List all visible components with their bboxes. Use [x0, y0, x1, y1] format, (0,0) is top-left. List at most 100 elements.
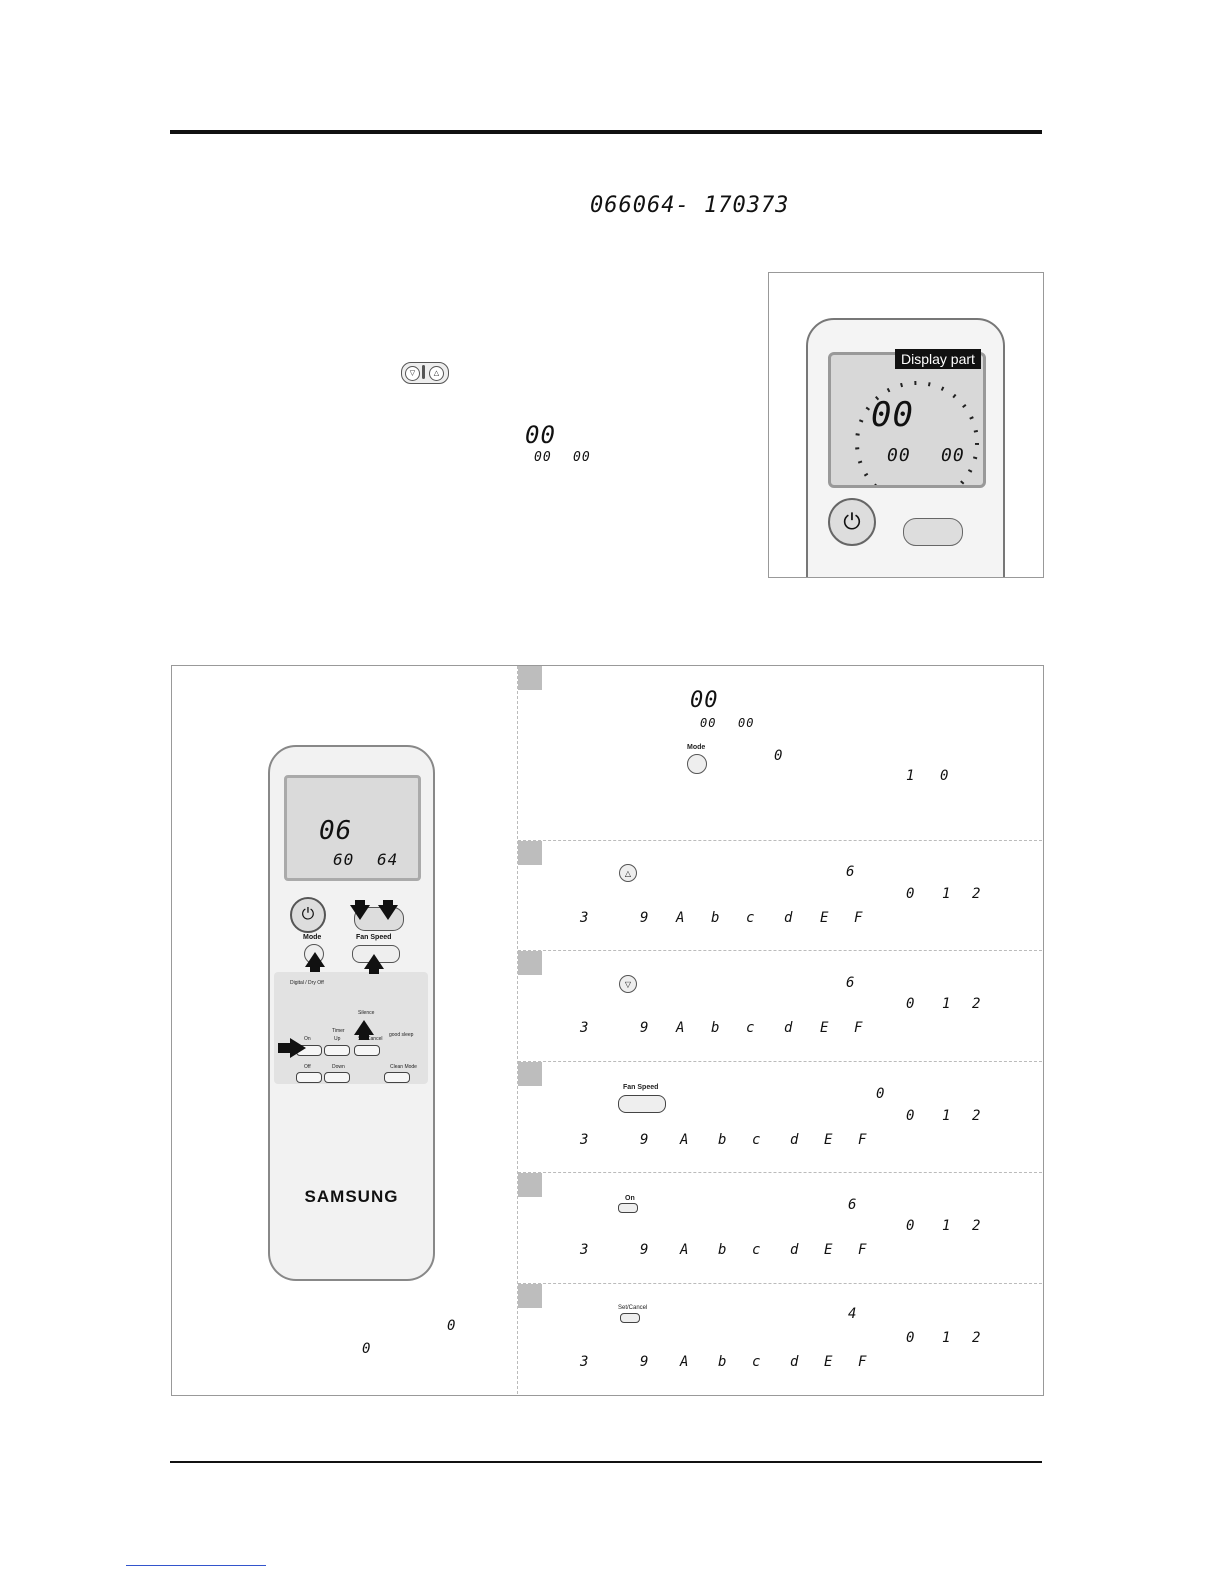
range-digit: F: [854, 910, 864, 926]
range-digit: A: [676, 910, 686, 926]
step-marker-4: [518, 1062, 542, 1086]
up-button: [324, 1045, 350, 1056]
range-digit: 3: [580, 1020, 590, 1036]
code-display: 066064- 170373: [590, 193, 790, 218]
range-digit: 9: [640, 1354, 650, 1370]
header-rule: [170, 130, 1042, 134]
range-digit: b: [718, 1242, 728, 1258]
range-digit: 2: [972, 1218, 982, 1234]
range-digit: c: [752, 1242, 762, 1258]
range-digit: 0: [906, 996, 916, 1012]
step-marker-6: [518, 1284, 542, 1308]
step1-digit-large: 00: [690, 688, 719, 713]
range-digit: c: [746, 1020, 756, 1036]
set-cancel-button: [354, 1045, 380, 1056]
step1-mode-label: Mode: [687, 744, 706, 751]
remote-lcd-small-right: 64: [377, 850, 399, 869]
thermometer-icon: [422, 365, 425, 379]
power-icon: ⏻: [290, 897, 326, 933]
range-digit: E: [824, 1242, 834, 1258]
range-digit: b: [711, 1020, 721, 1036]
remote-lcd-small-left: 60: [333, 850, 355, 869]
lcd-small-left-digits: 00: [887, 445, 911, 466]
step-divider: [518, 840, 1042, 841]
range-digit: 9: [640, 1242, 650, 1258]
range-digit: 2: [972, 886, 982, 902]
range-digit: 3: [580, 910, 590, 926]
footer-link-underline: [126, 1565, 266, 1566]
range-digit: 3: [580, 1354, 590, 1370]
range-digit: 3: [580, 1132, 590, 1148]
step-divider: [518, 1283, 1042, 1284]
range-digit: b: [711, 910, 721, 926]
left-note-digit-a: 0: [447, 1318, 457, 1334]
remote-lcd-main: 06: [319, 816, 353, 846]
fan-speed-label: Fan Speed: [356, 934, 392, 941]
range-digit: F: [858, 1242, 868, 1258]
range-digit: 1: [942, 996, 952, 1012]
range-digit: 1: [942, 1218, 952, 1234]
on-button-icon: [618, 1203, 638, 1213]
lcd-small-right-digits: 00: [941, 445, 965, 466]
power-icon: ⏻: [828, 498, 876, 546]
display-part-figure: 00 00 00 ⏻ Display part: [768, 272, 1044, 578]
step-divider: [518, 950, 1042, 951]
on-label: On: [304, 1036, 311, 1042]
range-digit: E: [820, 1020, 830, 1036]
range-digit: E: [824, 1354, 834, 1370]
step5-on-label: On: [625, 1195, 635, 1202]
step-divider: [518, 1061, 1042, 1062]
remote-illustration: 06 60 64 ⏻ Mode Fan Speed Digital / Dry …: [268, 745, 435, 1281]
dotted-circle-highlight: [855, 381, 979, 485]
set-cancel-button-icon: [620, 1313, 640, 1323]
step3-value: 6: [846, 975, 856, 991]
temp-up-down-icon: ▽ △: [401, 362, 449, 384]
up-label: Up: [334, 1036, 341, 1042]
intro-digit-large: 00: [525, 421, 556, 449]
range-digit: 2: [972, 1330, 982, 1346]
step6-set-cancel-label: Set/Cancel: [618, 1305, 648, 1311]
off-label: Off: [304, 1064, 311, 1070]
step4-fan-speed-label: Fan Speed: [623, 1084, 659, 1091]
range-digit: E: [820, 910, 830, 926]
off-button: [296, 1072, 322, 1083]
mode-label: Mode: [303, 934, 322, 941]
range-digit: 1: [942, 1108, 952, 1124]
intro-digit-small-left: 00: [534, 450, 552, 465]
range-digit: A: [680, 1354, 690, 1370]
range-digit: 3: [580, 1242, 590, 1258]
range-digit: F: [858, 1354, 868, 1370]
step-marker-3: [518, 951, 542, 975]
range-digit: F: [858, 1132, 868, 1148]
range-digit: 9: [640, 1132, 650, 1148]
range-digit: 2: [972, 996, 982, 1012]
set-cancel-label: Set/Cancel: [358, 1036, 383, 1042]
temp-up-down-icon: [903, 518, 963, 546]
range-digit: 1: [942, 886, 952, 902]
range-digit: b: [718, 1354, 728, 1370]
range-digit: d: [784, 1020, 794, 1036]
step6-value: 4: [848, 1306, 858, 1322]
lcd-screen: 00 00 00: [828, 352, 986, 488]
step1-range-start: 1: [906, 768, 916, 784]
good-sleep-label: good sleep: [389, 1032, 414, 1038]
range-digit: b: [718, 1132, 728, 1148]
timer-label: Timer: [332, 1028, 345, 1034]
silence-label: Silence: [358, 1010, 375, 1016]
left-note-digit-b: 0: [362, 1341, 372, 1357]
range-digit: c: [752, 1132, 762, 1148]
fan-speed-button-icon: [618, 1095, 666, 1113]
digital-dry-off-label: Digital / Dry Off: [290, 980, 324, 986]
lcd-main-digits: 00: [871, 395, 914, 435]
intro-digit-small-right: 00: [573, 450, 591, 465]
pointer-arrows: [278, 900, 398, 1058]
step-marker-1: [518, 666, 542, 690]
step-marker-5: [518, 1173, 542, 1197]
range-digit: c: [752, 1354, 762, 1370]
range-digit: 0: [906, 1108, 916, 1124]
range-digit: F: [854, 1020, 864, 1036]
display-part-callout: Display part: [895, 349, 981, 369]
range-digit: d: [790, 1354, 800, 1370]
range-digit: E: [824, 1132, 834, 1148]
range-digit: 9: [640, 1020, 650, 1036]
